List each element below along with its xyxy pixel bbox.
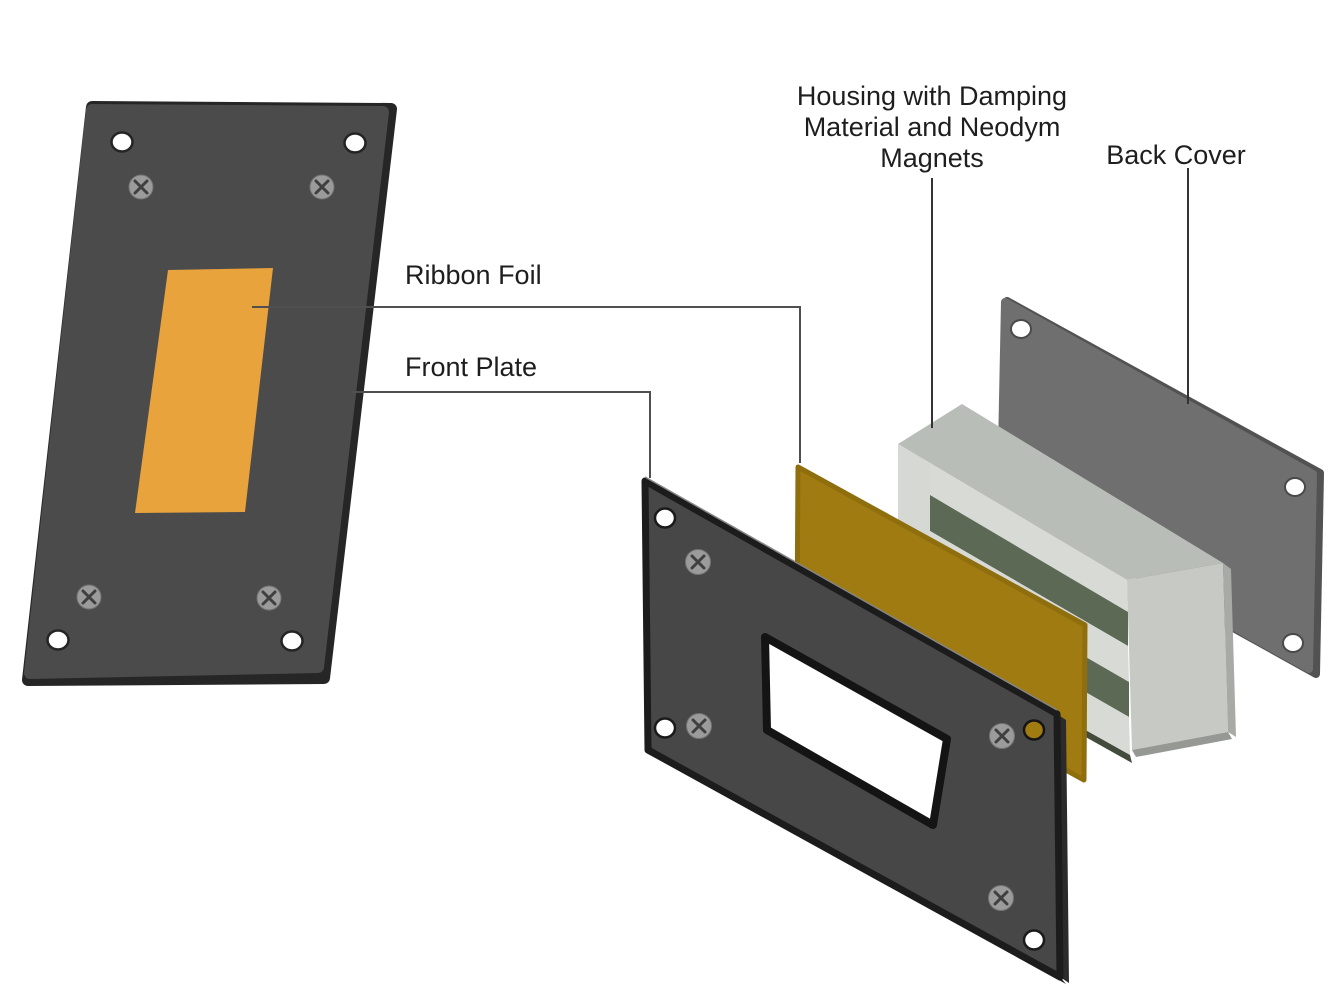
leader-lines (252, 168, 1189, 478)
mounting-hole (343, 132, 367, 154)
housing-damping-stripe (930, 463, 1128, 612)
screw-icon (309, 174, 335, 200)
housing-left-face (898, 444, 930, 545)
mounting-hole (46, 629, 70, 651)
front-plate-hole (653, 717, 677, 739)
label-ribbon-foil: Ribbon Foil (405, 260, 542, 290)
housing-top-face (898, 404, 1223, 580)
front-plate-hole (653, 507, 677, 529)
housing-magnet-stripe (930, 495, 1128, 646)
back-cover-hole (1284, 477, 1306, 497)
screw-icon (988, 885, 1014, 911)
mounting-hole (280, 630, 304, 652)
screw-icon (128, 174, 154, 200)
label-front-plate: Front Plate (405, 352, 538, 382)
front-plate-hole (1022, 719, 1046, 741)
back-cover-hole (1282, 633, 1304, 653)
screw-icon (76, 584, 102, 610)
ribbon-foil-assembled (135, 268, 273, 513)
label-back-cover: Back Cover (1106, 140, 1246, 170)
screw-icon (685, 549, 711, 575)
label-housing-line2: Material and Neodym (803, 112, 1061, 142)
screw-icon (686, 713, 712, 739)
label-housing: Housing with Damping Material and Neodym… (778, 81, 1086, 174)
screw-icon (256, 585, 282, 611)
leader-line-front-plate (352, 391, 651, 478)
housing-right-cap (1127, 563, 1228, 750)
back-cover (997, 297, 1324, 678)
assembled-plate (22, 101, 397, 686)
screw-icon (989, 723, 1015, 749)
housing-right-cap-bottom (1132, 732, 1232, 757)
label-housing-line1: Housing with Damping (796, 81, 1068, 111)
front-plate-hole (1022, 929, 1046, 951)
leader-line-ribbon-foil (252, 306, 801, 463)
front-plate-top-highlight (644, 476, 1058, 711)
front-plate-exploded (641, 476, 1069, 984)
housing-right-cap-side (1223, 563, 1236, 737)
label-housing-line3: Magnets (880, 143, 984, 173)
back-cover-hole (1010, 319, 1032, 339)
front-plate-cutout (761, 633, 951, 829)
mounting-hole (110, 131, 134, 153)
